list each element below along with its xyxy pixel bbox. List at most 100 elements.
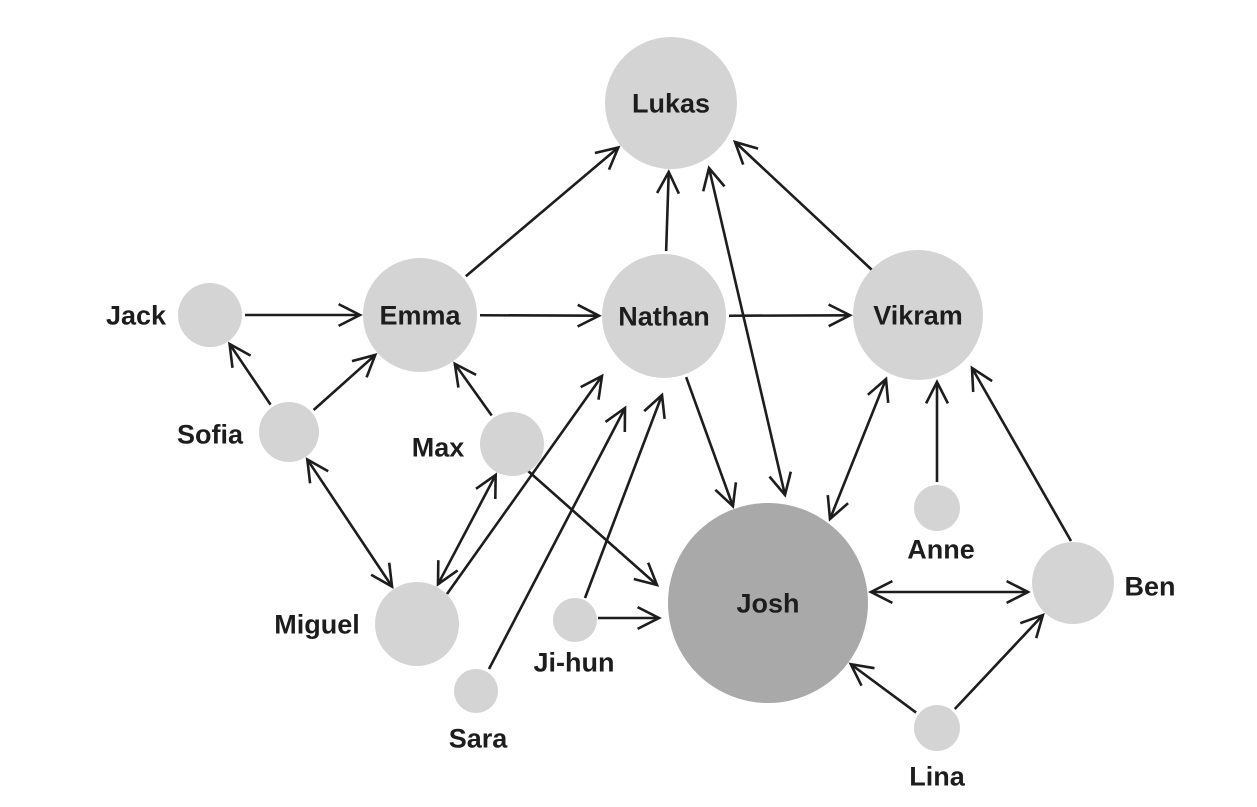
node-emma-circle [363,258,477,372]
node-max-label: Max [412,432,465,462]
edge-arrowhead [714,482,738,509]
edge-miguel-nathan [445,373,604,595]
node-lina-label: Lina [909,761,965,791]
edge-line [312,353,377,411]
edge-line [487,407,627,670]
node-miguel-circle [375,582,459,666]
edge-arrowhead [338,302,363,328]
node-jihun-label: Ji-hun [534,647,615,677]
edge-max-josh [526,469,660,587]
edge-arrowhead [1019,613,1045,639]
node-sara-label: Sara [449,723,509,753]
node-sofia-label: Sofia [177,419,244,449]
node-nathan-label: Nathan [618,301,710,331]
edge-nathan-lukas [655,169,681,252]
node-anne-circle [914,485,960,531]
edge-ben-vikram [970,365,1073,542]
node-nathan-circle [602,254,726,378]
edge-arrowhead [351,353,378,378]
edge-josh-vikram [826,376,890,522]
edge-line [664,171,671,252]
edge-line [970,367,1073,542]
edge-line [850,663,917,714]
node-sara-circle [454,669,498,713]
edge-nathan-josh [684,376,738,509]
edge-arrowhead [701,165,726,192]
edge-line [453,363,493,417]
edge-arrowhead [370,562,394,589]
node-max-circle [480,412,544,476]
edge-jihun-josh [598,605,662,631]
edge-sofia-jack [227,341,272,406]
edge-arrowhead [924,379,950,404]
edge-arrowhead [643,392,666,420]
edge-arrowhead [867,376,890,404]
node-lukas-label: Lukas [632,88,710,118]
edge-arrowhead [970,365,993,393]
edge-line [953,614,1044,710]
edge-line [436,474,497,585]
edge-arrowhead [655,169,681,195]
node-jack-circle [178,283,242,347]
edge-line [684,376,735,507]
edge-anne-vikram [924,379,950,482]
edge-line [228,343,272,406]
edge-arrowhead [848,662,875,687]
edge-max-emma [453,361,493,417]
edge-emma-lukas [464,145,621,278]
edge-arrowhead [453,361,477,388]
edge-max-miguel [436,472,498,587]
node-lina-circle [914,705,960,751]
edge-arrowhead [475,472,498,500]
edge-nathan-vikram [728,303,853,328]
node-ben-circle [1032,542,1114,624]
edge-lina-josh [848,662,917,714]
edge-jihun-nathan [583,392,666,599]
node-jihun-circle [553,598,597,642]
node-sofia-circle [259,402,319,462]
edge-arrowhead [828,303,853,328]
edge-arrowhead [1006,579,1031,605]
edge-arrowhead [580,373,604,400]
node-josh-circle [668,503,868,703]
edge-line [828,378,888,520]
edge-arrowhead [227,341,252,368]
edge-layer [227,140,1073,714]
node-ben-label: Ben [1124,571,1175,601]
edge-arrowhead [732,140,759,166]
edge-jack-emma [245,302,363,328]
edge-lukas-josh [701,165,793,498]
node-miguel-label: Miguel [274,609,360,639]
edge-arrowhead [768,471,793,498]
edge-arrowhead [637,605,662,631]
edge-sara-nathan [487,405,627,670]
edge-arrowhead [604,405,627,433]
edge-line [464,146,620,278]
edge-lina-ben [953,613,1045,710]
edge-line [734,141,873,271]
edge-josh-ben [868,579,1031,605]
node-vikram-circle [853,250,983,380]
edge-arrowhead [577,303,602,328]
edge-arrowhead [305,457,329,484]
edge-arrowhead [826,494,849,522]
edge-arrowhead [633,562,660,587]
edge-line [445,375,604,595]
node-lukas-circle [605,37,737,169]
node-josh-label: Josh [736,588,799,618]
edge-vikram-lukas [732,140,873,271]
edge-emma-nathan [479,303,602,328]
node-layer [178,37,1114,751]
node-emma-label: Emma [379,300,461,330]
edge-sofia-emma [312,353,378,411]
edge-line [306,458,394,588]
node-anne-label: Anne [907,534,975,564]
edge-line [583,394,664,599]
edge-arrowhead [868,579,893,605]
edge-line [526,469,658,586]
node-jack-label: Jack [106,300,167,330]
edge-arrowhead [594,145,621,171]
